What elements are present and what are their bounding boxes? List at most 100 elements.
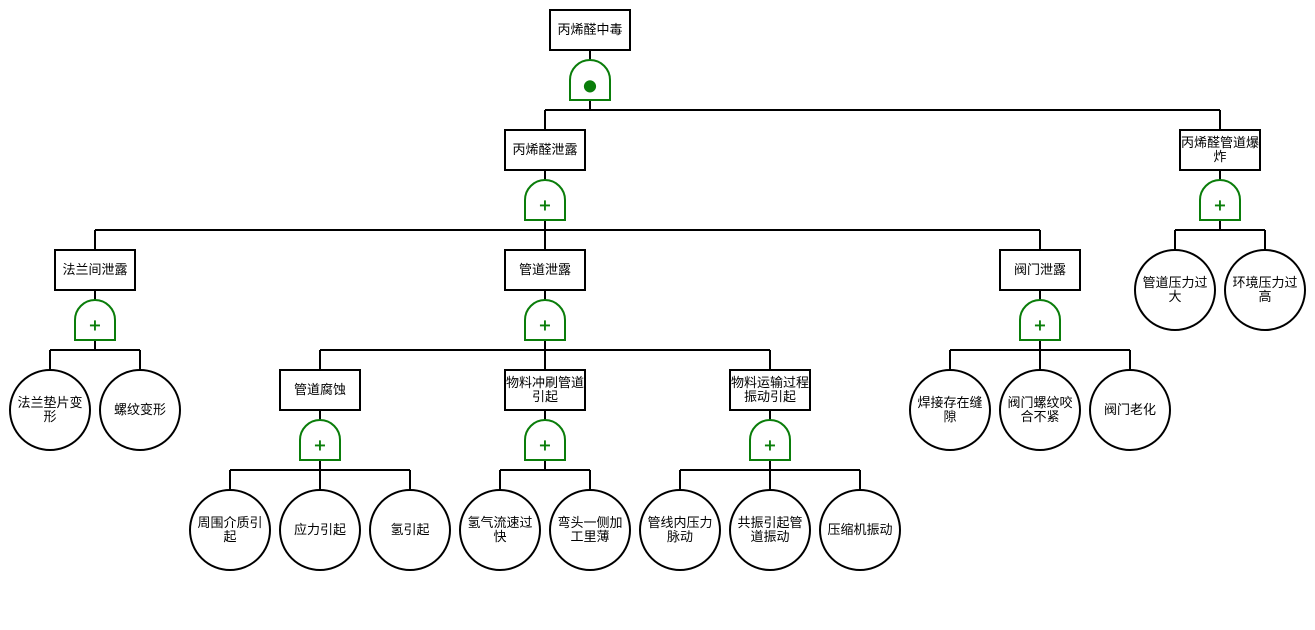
basic-event-circle xyxy=(549,489,631,571)
gate-shape xyxy=(524,179,566,221)
gate-shape xyxy=(524,299,566,341)
connector-g2 xyxy=(1174,220,1266,250)
event-box-frame xyxy=(279,369,361,411)
event-box-n5: 阀门泄露 xyxy=(999,249,1081,291)
basic-event-b_thread: 螺纹变形 xyxy=(99,369,181,451)
or-gate-g2: + xyxy=(1199,179,1241,221)
node-label: 螺纹变形 xyxy=(114,402,166,418)
basic-event-circle xyxy=(459,489,541,571)
or-gate-symbol: + xyxy=(1213,196,1226,215)
event-box-n2: 丙烯醛管道爆炸 xyxy=(1179,129,1261,171)
basic-event-b_valve_screw: 阀门螺纹咬合不紧 xyxy=(999,369,1081,451)
node-label: 阀门螺纹咬合不紧 xyxy=(1007,395,1072,425)
event-box-n0: 丙烯醛中毒 xyxy=(549,9,631,51)
connector-g8 xyxy=(679,460,861,490)
event-box-frame xyxy=(999,249,1081,291)
or-gate-symbol: + xyxy=(538,196,551,215)
basic-event-circle xyxy=(639,489,721,571)
and-gate-symbol: ● xyxy=(583,76,597,95)
or-gate-symbol: + xyxy=(1033,316,1046,335)
node-label: 管道压力过大 xyxy=(1142,276,1207,305)
node-label: 氢气流速过快 xyxy=(467,515,532,545)
basic-event-b_medium: 周围介质引起 xyxy=(189,489,271,571)
basic-event-b_pipe_press: 管道压力过大 xyxy=(1134,249,1216,331)
basic-event-b_hydrogen: 氢引起 xyxy=(369,489,451,571)
or-gate-g5: + xyxy=(1019,299,1061,341)
or-gate-g6: + xyxy=(299,419,341,461)
event-box-n6: 管道腐蚀 xyxy=(279,369,361,411)
gate-shape xyxy=(1019,299,1061,341)
node-label: 周围介质引起 xyxy=(197,516,262,545)
basic-event-b_stress: 应力引起 xyxy=(279,489,361,571)
basic-event-circle xyxy=(729,489,811,571)
node-label: 法兰间泄露 xyxy=(62,263,127,278)
connector-g7 xyxy=(499,460,591,490)
event-box-n1: 丙烯醛泄露 xyxy=(504,129,586,171)
basic-event-circle xyxy=(1224,249,1306,331)
event-box-n7: 物料冲刷管道引起 xyxy=(504,369,586,411)
basic-event-circle xyxy=(189,489,271,571)
basic-event-circle xyxy=(279,489,361,571)
event-box-frame xyxy=(504,249,586,291)
node-label: 弯头一侧加工里薄 xyxy=(557,515,622,545)
event-box-frame xyxy=(1179,129,1261,171)
or-gate-symbol: + xyxy=(763,436,776,455)
node-label: 应力引起 xyxy=(294,522,346,538)
basic-event-circle xyxy=(819,489,901,571)
node-label: 管道腐蚀 xyxy=(294,383,346,398)
node-label: 丙烯醛中毒 xyxy=(557,22,622,38)
connector-g6 xyxy=(229,460,411,490)
basic-event-circle xyxy=(1089,369,1171,451)
node-label: 丙烯醛管道爆炸 xyxy=(1181,135,1259,165)
event-box-n3: 法兰间泄露 xyxy=(54,249,136,291)
gate-shape xyxy=(524,419,566,461)
basic-event-circle xyxy=(99,369,181,451)
basic-event-circle xyxy=(999,369,1081,451)
node-label: 氢引起 xyxy=(390,523,429,538)
basic-event-b_valve_age: 阀门老化 xyxy=(1089,369,1171,451)
and-gate-g0: ● xyxy=(569,59,611,101)
node-label: 压缩机振动 xyxy=(827,522,892,538)
event-box-frame xyxy=(504,369,586,411)
node-label: 丙烯醛泄露 xyxy=(512,142,577,158)
basic-event-b_elbow: 弯头一侧加工里薄 xyxy=(549,489,631,571)
basic-event-b_gasket: 法兰垫片变形 xyxy=(9,369,91,451)
connector-g0 xyxy=(544,100,1221,130)
or-gate-g8: + xyxy=(749,419,791,461)
node-label: 法兰垫片变形 xyxy=(17,395,82,425)
nodes-layer: 丙烯醛中毒 ● 丙烯醛泄露 丙烯醛管道爆炸 + + 法兰间泄露 管道泄露 阀门泄露管道压力过大环… xyxy=(9,9,1306,571)
event-box-frame xyxy=(504,129,586,171)
basic-event-circle xyxy=(9,369,91,451)
or-gate-symbol: + xyxy=(538,316,551,335)
connector-g1 xyxy=(94,220,1041,250)
basic-event-b_flow: 氢气流速过快 xyxy=(459,489,541,571)
node-label: 管线内压力脉动 xyxy=(647,515,712,545)
gate-shape xyxy=(569,59,611,101)
basic-event-b_weld: 焊接存在缝隙 xyxy=(909,369,991,451)
or-gate-symbol: + xyxy=(538,436,551,455)
basic-event-b_inner_press: 管线内压力脉动 xyxy=(639,489,721,571)
node-label: 管道泄露 xyxy=(519,263,571,278)
node-label: 环境压力过高 xyxy=(1232,276,1297,305)
event-box-n8: 物料运输过程振动引起 xyxy=(729,369,811,411)
basic-event-circle xyxy=(909,369,991,451)
node-label: 物料冲刷管道引起 xyxy=(506,376,584,405)
event-box-n4: 管道泄露 xyxy=(504,249,586,291)
gate-shape xyxy=(1199,179,1241,221)
or-gate-g3: + xyxy=(74,299,116,341)
connector-g3 xyxy=(49,340,141,370)
or-gate-g4: + xyxy=(524,299,566,341)
node-label: 共振引起管道振动 xyxy=(737,516,802,545)
connector-g4 xyxy=(319,340,771,370)
or-gate-symbol: + xyxy=(313,436,326,455)
node-label: 物料运输过程振动引起 xyxy=(731,375,809,405)
edges-layer xyxy=(49,50,1266,490)
basic-event-b_resonance: 共振引起管道振动 xyxy=(729,489,811,571)
gate-shape xyxy=(74,299,116,341)
event-box-frame xyxy=(54,249,136,291)
or-gate-g7: + xyxy=(524,419,566,461)
basic-event-circle xyxy=(1134,249,1216,331)
node-label: 焊接存在缝隙 xyxy=(917,395,982,425)
gate-shape xyxy=(749,419,791,461)
